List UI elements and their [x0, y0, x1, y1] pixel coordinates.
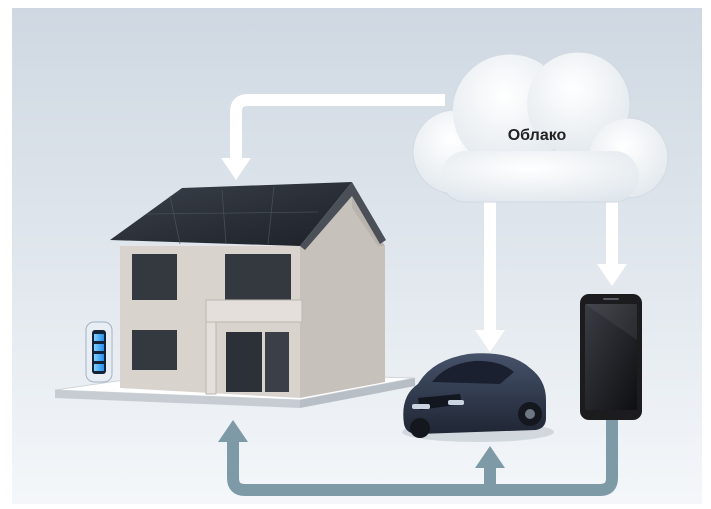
bottom-arrowheads — [218, 420, 505, 468]
phone-to-house-arrow — [227, 420, 618, 496]
window — [132, 254, 177, 300]
house-side-wall — [300, 196, 385, 398]
smartphone-icon — [580, 294, 642, 420]
car-wheel — [410, 418, 430, 438]
cloud-node: Облако — [412, 51, 669, 203]
door — [226, 332, 262, 392]
cloud-to-house-arrow — [230, 94, 445, 160]
car-top-arrowhead — [475, 330, 505, 352]
window — [132, 330, 177, 370]
car-windshield — [432, 360, 514, 384]
house-arrowhead — [218, 420, 248, 442]
house-node — [54, 182, 416, 408]
battery-icon — [85, 321, 113, 383]
car-node — [402, 353, 554, 442]
car-arrowhead — [475, 446, 505, 468]
phone-top-arrowhead — [597, 264, 627, 286]
window — [225, 254, 291, 300]
electric-car-icon — [402, 353, 554, 442]
house-with-solar-roof-icon — [110, 182, 386, 398]
cloud-label: Облако — [508, 127, 567, 144]
top-arrows — [230, 94, 618, 332]
house-top-arrowhead — [221, 158, 251, 180]
phone-screen — [585, 304, 637, 410]
top-arrowheads — [221, 158, 627, 352]
bottom-arrows — [227, 420, 618, 496]
smartphone-node — [580, 294, 642, 420]
balcony — [205, 299, 303, 323]
door-glass — [265, 332, 289, 392]
